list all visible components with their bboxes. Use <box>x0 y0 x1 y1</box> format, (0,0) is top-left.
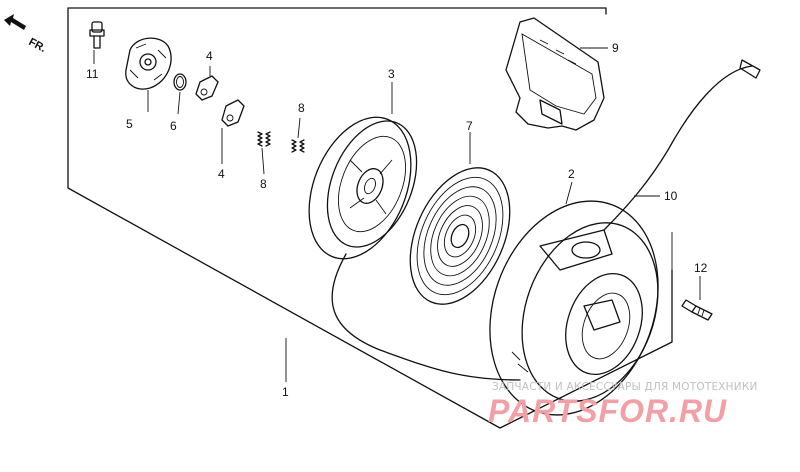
part-4-ratchet-lower <box>221 99 245 127</box>
part-11-bolt <box>89 21 105 49</box>
front-direction-arrow <box>4 14 26 30</box>
watermark-brand: PARTSFOR.RU <box>488 393 727 429</box>
label-part-8-upper: 8 <box>298 101 305 115</box>
part-3-rope-reel <box>308 116 418 260</box>
label-part-6: 6 <box>170 119 177 133</box>
direction-label: FR. <box>27 36 48 55</box>
label-part-5: 5 <box>126 117 133 131</box>
label-part-2: 2 <box>568 167 575 181</box>
label-part-8-lower: 8 <box>260 177 267 191</box>
part-10-rope-end <box>739 59 761 79</box>
watermark-tagline: ЗАПЧАСТИ И АКСЕССУАРЫ ДЛЯ МОТОТЕХНИКИ <box>492 381 758 393</box>
label-part-9: 9 <box>612 41 619 55</box>
part-10-rope-loose <box>331 253 521 381</box>
part-12-flange-bolt <box>681 299 713 321</box>
part-2-starter-housing <box>489 200 659 416</box>
part-6-ring <box>173 73 187 91</box>
part-7-recoil-spring <box>409 167 511 305</box>
label-part-3: 3 <box>388 67 395 81</box>
label-part-4-lower: 4 <box>218 167 225 181</box>
label-part-1: 1 <box>282 385 289 399</box>
part-8-spring-right <box>291 139 305 153</box>
part-5-drive-plate <box>125 37 172 90</box>
label-part-11: 11 <box>86 67 99 81</box>
part-8-spring-left <box>257 131 271 147</box>
leader-lines <box>93 47 701 382</box>
label-part-4-upper: 4 <box>206 49 213 63</box>
frame-outline <box>67 7 673 429</box>
part-9-starter-grip <box>505 17 605 131</box>
label-part-7: 7 <box>466 119 473 133</box>
label-part-10: 10 <box>664 189 678 203</box>
part-4-ratchet-upper <box>195 75 219 101</box>
part-10-starter-rope <box>603 65 753 231</box>
label-part-12: 12 <box>694 261 708 275</box>
